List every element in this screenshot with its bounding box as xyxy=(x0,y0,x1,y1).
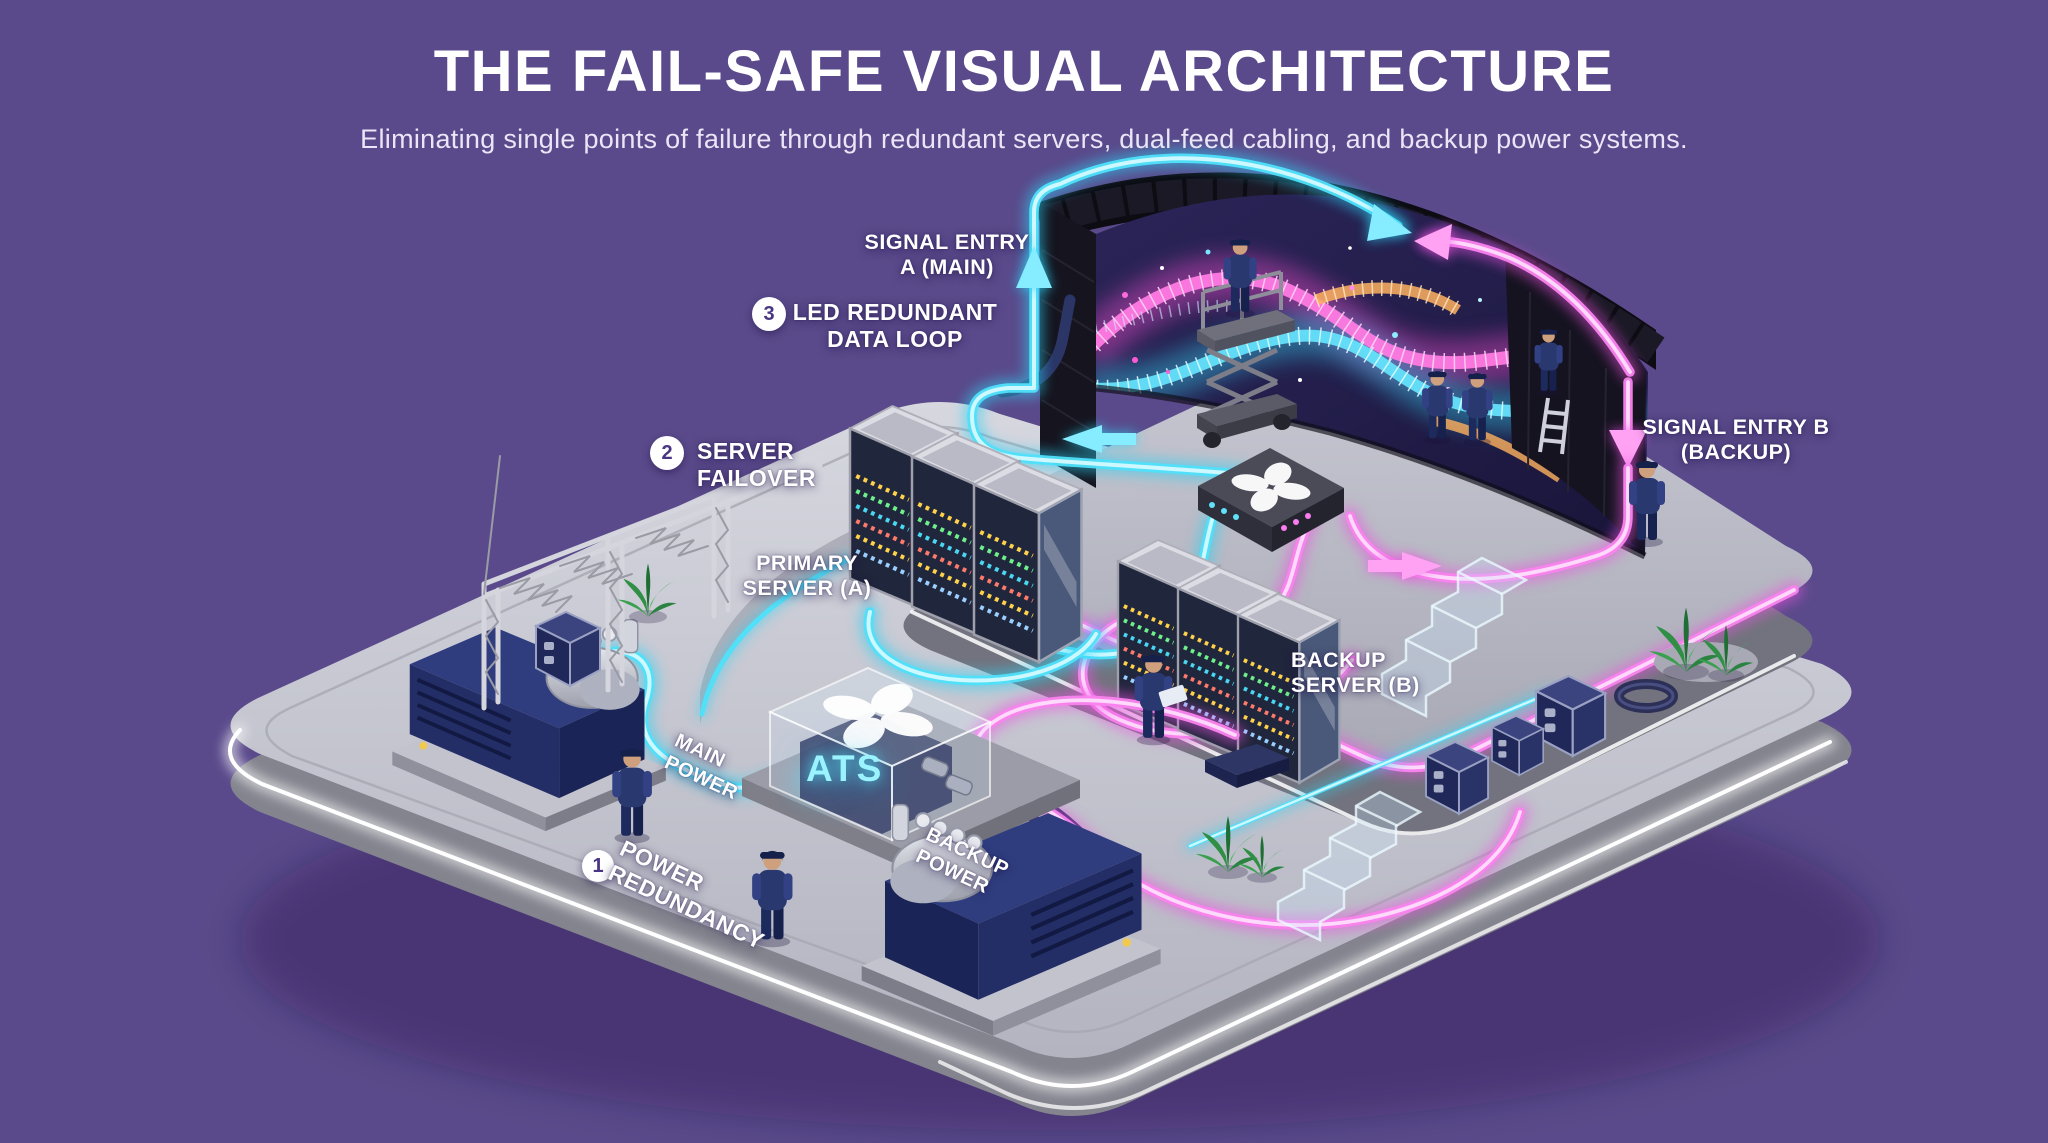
cyan-right-arrow-icon xyxy=(1367,204,1412,241)
label-backup-server-b: BACKUP SERVER (B) xyxy=(1291,648,1420,699)
label-line: BACKUP xyxy=(1291,648,1386,672)
label-line: DATA LOOP xyxy=(827,326,963,353)
label-line: SIGNAL ENTRY xyxy=(864,230,1030,254)
label-line: LED REDUNDANT xyxy=(792,299,998,325)
label-server-failover: SERVER FAILOVER xyxy=(697,438,816,492)
glass-stairs-upper xyxy=(1380,556,1529,719)
label-line: (BACKUP) xyxy=(1680,440,1792,465)
step-badge-2: 2 xyxy=(650,436,684,470)
cyan-data-loop xyxy=(972,158,1412,474)
label-line: SERVER (B) xyxy=(1291,673,1420,698)
ats-output-flanges xyxy=(921,756,973,796)
ladder xyxy=(1538,397,1570,455)
step-badge-3: 3 xyxy=(752,297,786,331)
ats-label: ATS xyxy=(806,748,884,789)
label-line: SIGNAL ENTRY B xyxy=(1642,415,1830,439)
label-signal-entry-b: SIGNAL ENTRY B (BACKUP) xyxy=(1643,415,1830,466)
scissor-lift xyxy=(1197,270,1297,448)
props xyxy=(535,563,1758,883)
glass-stairs-lower xyxy=(1276,790,1423,942)
label-primary-server-a: PRIMARY SERVER (A) xyxy=(743,551,872,602)
corner-planter xyxy=(1649,607,1758,682)
label-signal-entry-a: SIGNAL ENTRY A (MAIN) xyxy=(865,230,1030,281)
label-led-redundant-data-loop: LED REDUNDANT DATA LOOP xyxy=(793,299,998,353)
label-line: FAILOVER xyxy=(697,465,817,492)
label-line: SERVER (A) xyxy=(742,576,872,601)
magenta-right-arrow-icon xyxy=(1368,552,1442,580)
signal-processor xyxy=(1198,448,1344,552)
page-title: THE FAIL-SAFE VISUAL ARCHITECTURE xyxy=(433,39,1615,104)
magenta-left-arrow-icon xyxy=(1414,224,1452,260)
magenta-down-arrow-icon xyxy=(1609,430,1647,468)
cable-coil xyxy=(1614,679,1678,713)
cable-ramp xyxy=(1205,744,1289,788)
ats-unit xyxy=(742,666,1080,872)
magenta-signal-path xyxy=(1083,224,1647,734)
truss-gantry xyxy=(481,451,823,711)
crew xyxy=(612,239,1665,948)
cyan-up-arrow-icon xyxy=(1016,246,1052,288)
laptop xyxy=(1158,684,1188,708)
page-subtitle: Eliminating single points of failure thr… xyxy=(360,124,1688,154)
label-line: SERVER xyxy=(697,438,795,464)
cyan-left-arrow-icon xyxy=(1062,425,1136,453)
step-badge-1: 1 xyxy=(582,850,614,882)
label-line: A (MAIN) xyxy=(900,255,994,280)
label-line: PRIMARY xyxy=(756,551,858,575)
